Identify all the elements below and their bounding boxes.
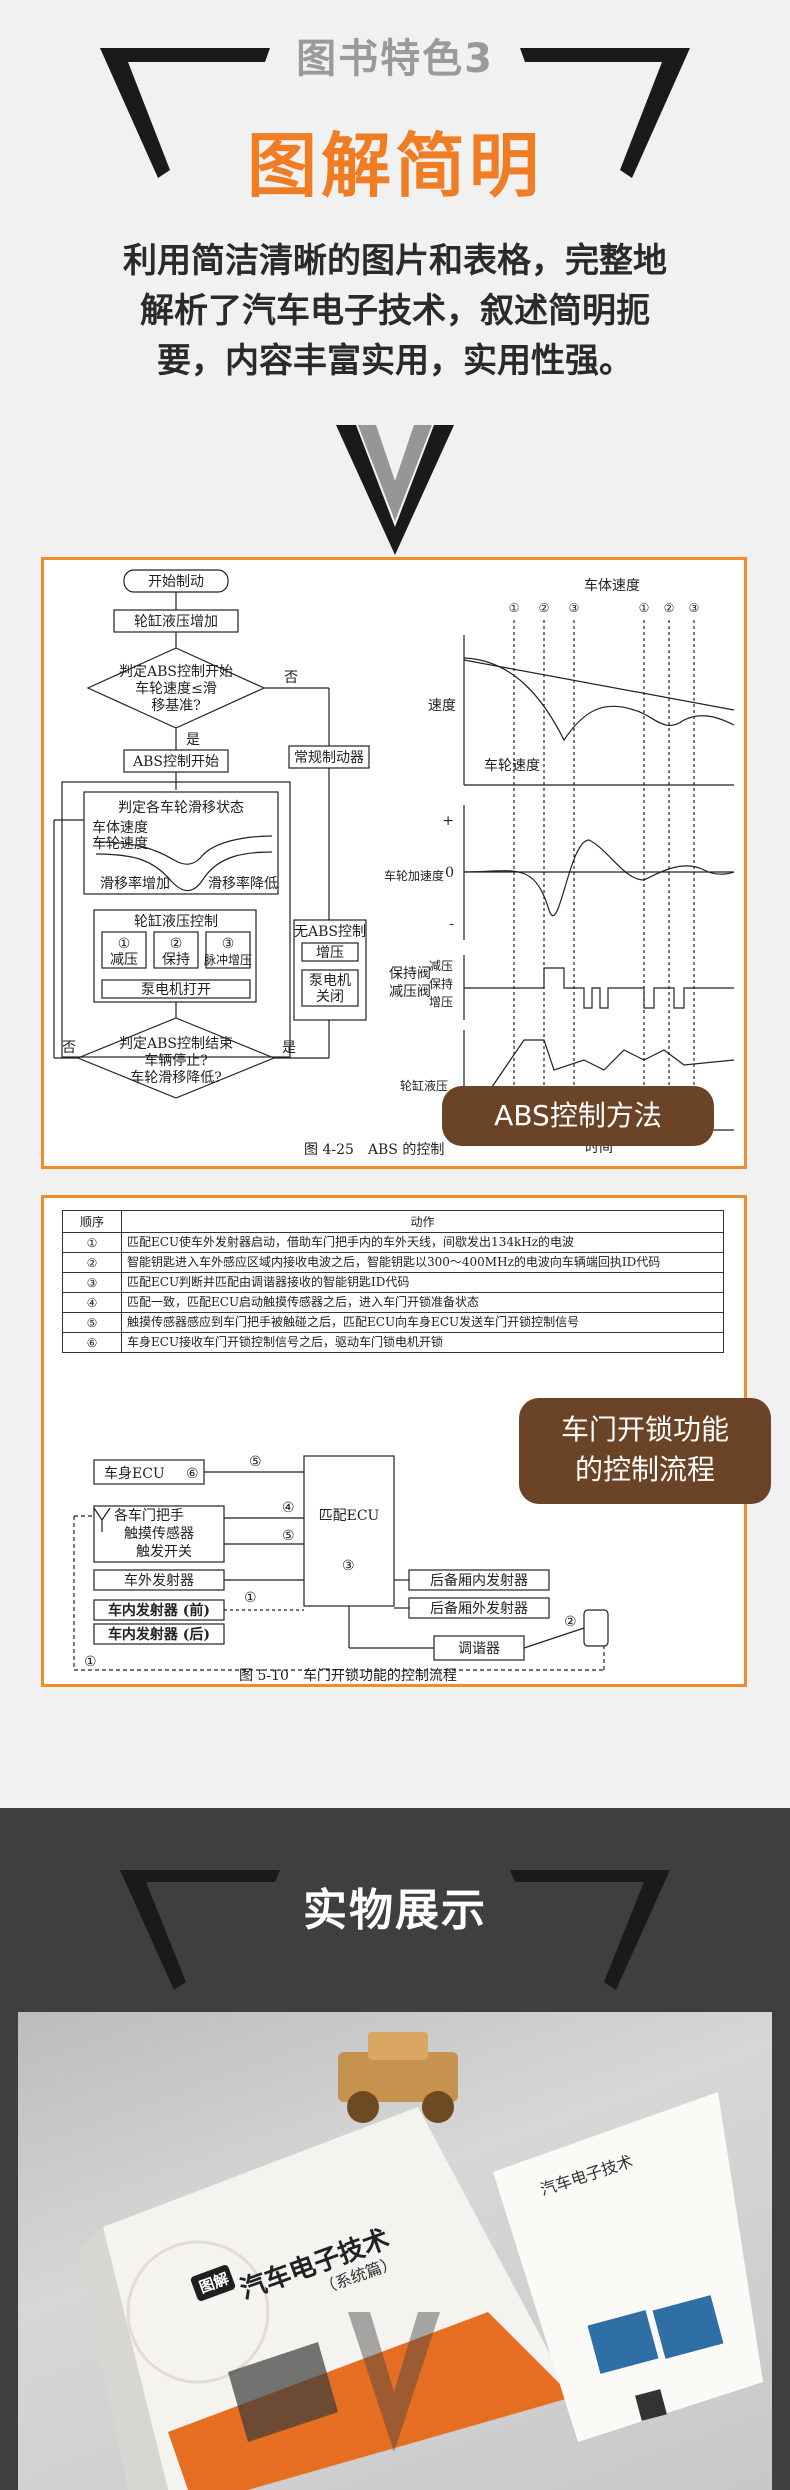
graph-phase-6: ③	[689, 601, 700, 615]
graph-phase-2: ②	[539, 601, 550, 615]
abs-callout: ABS控制方法	[442, 1086, 714, 1146]
feature-description: 利用简洁清晰的图片和表格，完整地解析了汽车电子技术，叙述简明扼要，内容丰富实用，…	[123, 241, 667, 381]
diagram-ext-tx: 车外发射器	[124, 1572, 194, 1589]
graph-accel-axis: 车轮加速度	[384, 868, 444, 883]
flow-mode3: 脉冲增压	[204, 952, 252, 967]
graph-zero: 0	[445, 865, 454, 881]
flow-mode2: 保持	[162, 952, 190, 968]
right-bracket-icon	[520, 48, 690, 178]
diagram-n5: ⑤	[282, 1528, 295, 1544]
down-arrow-overlay-icon	[348, 2312, 440, 2452]
table-row-text: 车身ECU接收车门开锁控制信号之后，驱动车门锁电机开锁	[121, 1332, 724, 1353]
graph-decrease: 减压	[429, 959, 453, 973]
diagram-int-tx-rear: 车内发射器 (后)	[108, 1626, 210, 1643]
flow-decision1-l2: 车轮速度≤滑	[135, 680, 217, 697]
diagram-handle-l2: 触摸传感器	[124, 1525, 194, 1542]
flow-body-speed: 车体速度	[92, 819, 148, 836]
feature-title: 图解简明	[247, 125, 543, 207]
graph-cyl-pressure: 轮缸液压	[400, 1078, 448, 1093]
graph-phase-3: ③	[569, 601, 580, 615]
abs-callout-label: ABS控制方法	[494, 1099, 662, 1132]
flow-pump-off-l2: 关闭	[316, 989, 344, 1005]
graph-valve-l2: 减压阀	[389, 984, 431, 1000]
product-photo: 图解 汽车电子技术 （系统篇） 汽车电子技术	[18, 2012, 772, 2490]
flow-pump-on: 泵电机打开	[141, 981, 211, 998]
flow-mode1: 减压	[110, 952, 138, 968]
door-callout: 车门开锁功能 的控制流程	[519, 1398, 771, 1504]
diagram-int-tx-front: 车内发射器 (前)	[108, 1602, 210, 1619]
abs-figure: 开始制动 轮缸液压增加 判定ABS控制开始 车轮速度≤滑 移基准? 否 是 AB…	[41, 557, 747, 1169]
flow-slip-up: 滑移率增加	[100, 875, 170, 892]
flow-decision2-l1: 判定ABS控制结束	[119, 1036, 233, 1052]
diagram-n3: ③	[342, 1558, 355, 1574]
graph-body-speed: 车体速度	[584, 577, 640, 594]
diagram-body-ecu-num: ⑥	[186, 1466, 199, 1482]
graph-phase-4: ①	[639, 601, 650, 615]
graph-phase-1: ①	[509, 601, 520, 615]
flow-no-1: 否	[284, 670, 298, 686]
flow-decision2-l2: 车辆停止?	[144, 1052, 208, 1069]
diagram-handle-l1: 各车门把手	[114, 1507, 184, 1524]
flow-no-abs: 无ABS控制	[294, 924, 366, 940]
product-title: 实物展示	[303, 1885, 487, 1936]
flow-mode3-num: ③	[222, 936, 235, 952]
abs-caption: 图 4-25 ABS 的控制	[304, 1142, 444, 1158]
graph-valve-l1: 保持阀	[389, 966, 431, 982]
flow-decision1-l1: 判定ABS控制开始	[119, 664, 233, 680]
right-bracket-icon-2	[510, 1870, 670, 1990]
door-table-header-order: 顺序	[62, 1210, 122, 1233]
left-bracket-icon-2	[120, 1870, 280, 1990]
graph-increase: 增压	[429, 995, 453, 1009]
graph-plus: +	[442, 813, 454, 829]
flow-yes-2: 是	[282, 1040, 296, 1056]
flow-step2: ABS控制开始	[132, 754, 219, 770]
diagram-n1-mid: ①	[244, 1590, 257, 1606]
flow-boost: 增压	[316, 945, 344, 961]
door-callout-l2: 的控制流程	[574, 1453, 715, 1486]
diagram-n4: ④	[282, 1500, 295, 1516]
flow-pump-off-l1: 泵电机	[309, 973, 351, 989]
flow-normal-brake: 常规制动器	[294, 750, 364, 766]
flow-wheel-speed: 车轮速度	[92, 835, 148, 852]
diagram-body-ecu: 车身ECU	[104, 1465, 165, 1482]
diagram-trunk-ext-tx: 后备厢外发射器	[430, 1600, 528, 1617]
feature-badge: 图书特色3	[296, 36, 494, 82]
graph-speed-axis: 速度	[428, 698, 456, 714]
book-front	[78, 2107, 573, 2490]
book-back	[493, 2092, 763, 2442]
flow-slip-down: 滑移率降低	[208, 875, 278, 892]
diagram-handle-l3: 触发开关	[136, 1544, 192, 1560]
left-bracket-icon	[100, 48, 270, 178]
flow-no-2: 否	[62, 1040, 76, 1056]
flow-step1: 轮缸液压增加	[134, 613, 218, 630]
down-arrow-icon	[336, 425, 454, 555]
flow-yes-1: 是	[186, 732, 200, 748]
diagram-match-ecu: 匹配ECU	[319, 1508, 380, 1524]
diagram-n2: ②	[564, 1614, 577, 1630]
door-callout-l1: 车门开锁功能	[560, 1413, 729, 1446]
flow-decision2-l3: 车轮滑移降低?	[130, 1069, 222, 1086]
toy-car-icon	[338, 2032, 458, 2123]
flow-start: 开始制动	[148, 574, 204, 590]
diagram-tuner: 调谐器	[458, 1641, 500, 1657]
graph-wheel-speed: 车轮速度	[484, 757, 540, 774]
graph-phase-5: ②	[664, 601, 675, 615]
flow-judge-slip: 判定各车轮滑移状态	[118, 799, 244, 816]
graph-hold: 保持	[429, 976, 453, 991]
diagram-n1: ①	[84, 1654, 97, 1670]
flow-mode1-num: ①	[118, 936, 131, 952]
flow-mode2-num: ②	[170, 936, 183, 952]
door-caption: 图 5-10 车门开锁功能的控制流程	[239, 1667, 457, 1684]
diagram-trunk-int-tx: 后备厢内发射器	[430, 1572, 528, 1589]
flow-decision1-l3: 移基准?	[151, 697, 201, 714]
flow-cyl-control: 轮缸液压控制	[134, 913, 218, 930]
graph-minus: -	[449, 916, 454, 932]
diagram-n5-top: ⑤	[249, 1454, 262, 1470]
table-row-text: 匹配ECU判断并匹配由调谐器接收的智能钥匙ID代码	[121, 1272, 724, 1293]
